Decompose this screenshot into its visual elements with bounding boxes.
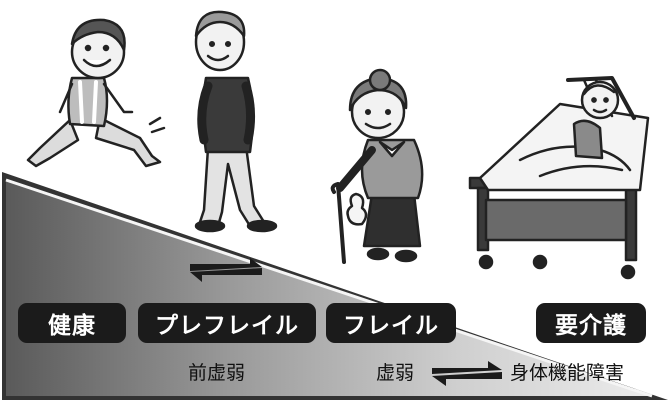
stage-label-frailty: フレイル: [326, 303, 456, 343]
reversible-arrow-lower: [432, 361, 502, 386]
reversible-arrow-upper: [190, 258, 262, 282]
stage-label-care-required: 要介護: [536, 303, 646, 343]
stage-label-prefrailty: プレフレイル: [138, 303, 316, 343]
sublabel-pre-frailty: 前虚弱: [188, 362, 246, 384]
elderly-man-walking-icon: [194, 10, 278, 233]
sublabel-disability: 身体機能障害: [510, 362, 625, 384]
person-in-hospital-bed-icon: [468, 76, 650, 280]
sublabel-frailty: 虚弱: [376, 362, 415, 384]
healthy-person-icon: [26, 18, 166, 168]
stage-label-healthy: 健康: [18, 303, 126, 343]
elderly-woman-with-cane-icon: [330, 68, 424, 264]
